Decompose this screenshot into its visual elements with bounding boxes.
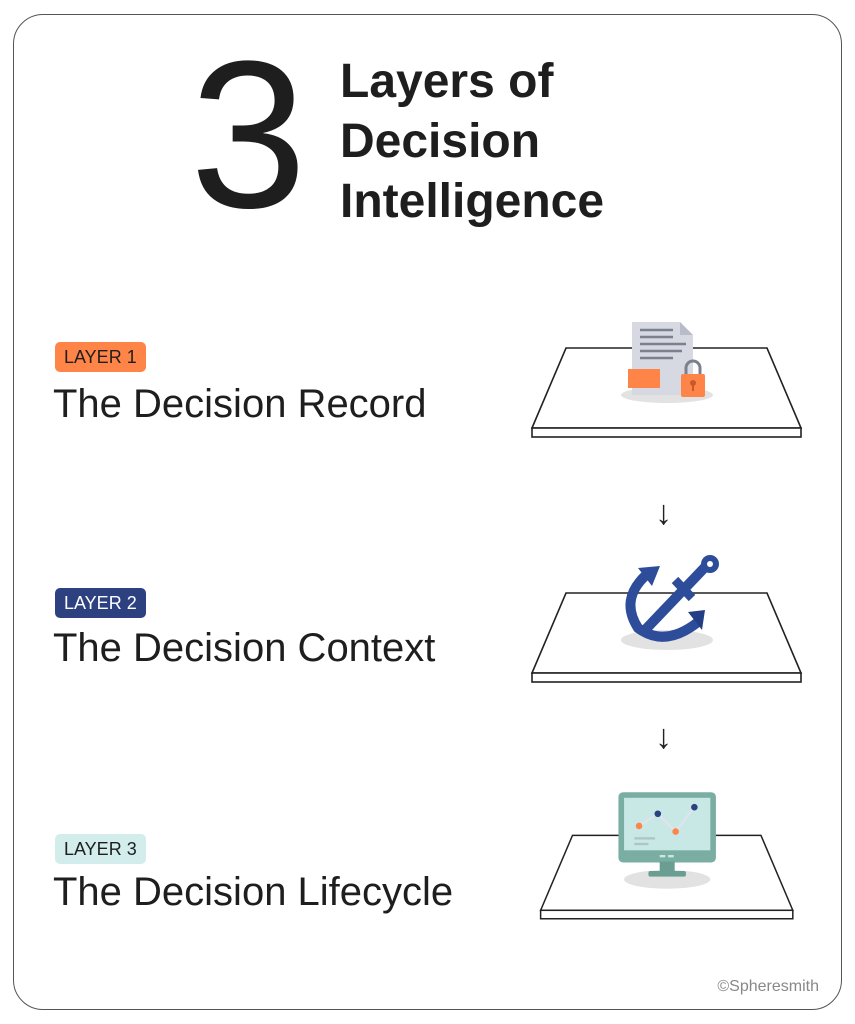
title-number: 3 [190,17,307,252]
monitor-chart-icon [618,792,716,889]
layer-2-badge: LAYER 2 [55,588,146,618]
layer-3-platform [539,792,794,920]
layer-2-platform [530,555,803,683]
layer-1-platform [530,322,803,438]
credit-text: ©Spheresmith [717,978,819,995]
page-title: Layers of Decision Intelligence [340,52,604,232]
title-line-3: Intelligence [340,175,605,228]
layer-1-name: The Decision Record [53,382,427,426]
layer-3-badge: LAYER 3 [55,834,146,864]
layer-3-name: The Decision Lifecycle [53,870,454,914]
title-line-2: Decision [340,115,541,168]
layer-2-name: The Decision Context [53,626,436,670]
arrow-down-icon: ↓ [655,494,672,532]
layer-1-badge: LAYER 1 [55,342,146,372]
document-lock-icon [621,322,713,403]
anchor-icon [621,555,719,650]
arrow-down-icon: ↓ [655,718,672,756]
title-line-1: Layers of [340,55,554,108]
